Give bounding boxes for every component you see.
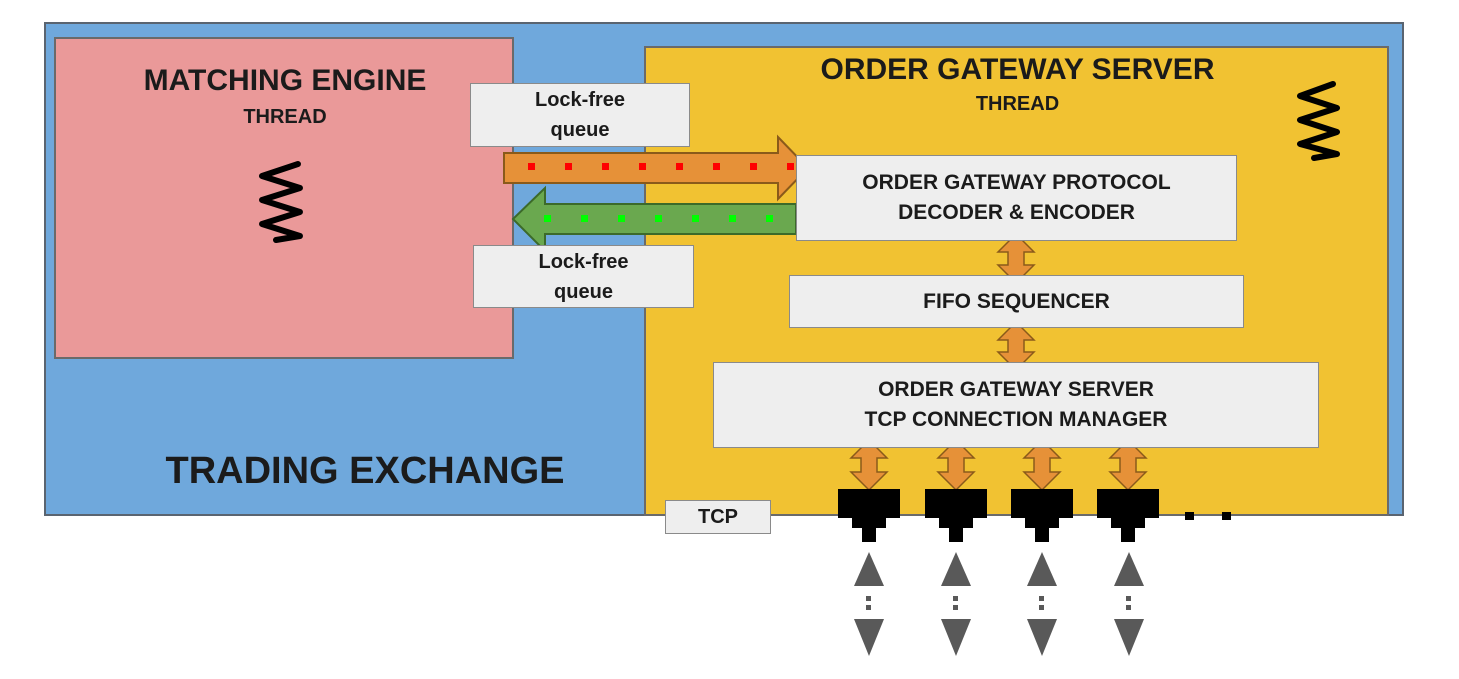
request-arrow xyxy=(503,134,810,202)
queue-label: Lock-free queue xyxy=(534,89,626,141)
network-socket-icon xyxy=(925,489,987,542)
queue-label: Lock-free queue xyxy=(538,250,629,303)
matching-engine-title: MATCHING ENGINE xyxy=(143,64,427,97)
tcp-label: TCP xyxy=(698,506,738,528)
coil-spring-icon xyxy=(259,161,303,243)
sequencer-label: FIFO SEQUENCER xyxy=(923,289,1110,313)
client-connection-arrow xyxy=(1114,552,1144,656)
response-arrow xyxy=(511,185,797,254)
client-connection-arrow xyxy=(941,552,971,656)
client-connection-arrow xyxy=(854,552,884,656)
fifo-sequencer-box: FIFO SEQUENCER xyxy=(789,275,1244,328)
tcp-manager-label: ORDER GATEWAY SERVER TCP CONNECTION MANA… xyxy=(864,378,1168,431)
network-socket-icon xyxy=(838,489,900,542)
matching-engine-subtitle: THREAD xyxy=(243,106,327,128)
tcp-label-box: TCP xyxy=(665,500,771,534)
ellipsis-icon xyxy=(1185,512,1231,520)
matching-engine-box xyxy=(54,37,514,359)
client-connection-arrow xyxy=(1027,552,1057,656)
network-socket-icon xyxy=(1011,489,1073,542)
gateway-subtitle: THREAD xyxy=(975,93,1060,115)
protocol-label: ORDER GATEWAY PROTOCOL DECODER & ENCODER xyxy=(862,171,1171,224)
network-socket-icon xyxy=(1097,489,1159,542)
coil-spring-icon xyxy=(1297,81,1340,161)
protocol-decoder-encoder-box: ORDER GATEWAY PROTOCOL DECODER & ENCODER xyxy=(796,155,1237,241)
tcp-connection-manager-box: ORDER GATEWAY SERVER TCP CONNECTION MANA… xyxy=(713,362,1319,448)
lock-free-queue-request: Lock-free queue xyxy=(470,83,690,147)
lock-free-queue-response: Lock-free queue xyxy=(473,245,694,308)
trading-exchange-label: TRADING EXCHANGE xyxy=(165,450,565,492)
gateway-title: ORDER GATEWAY SERVER xyxy=(820,53,1215,86)
